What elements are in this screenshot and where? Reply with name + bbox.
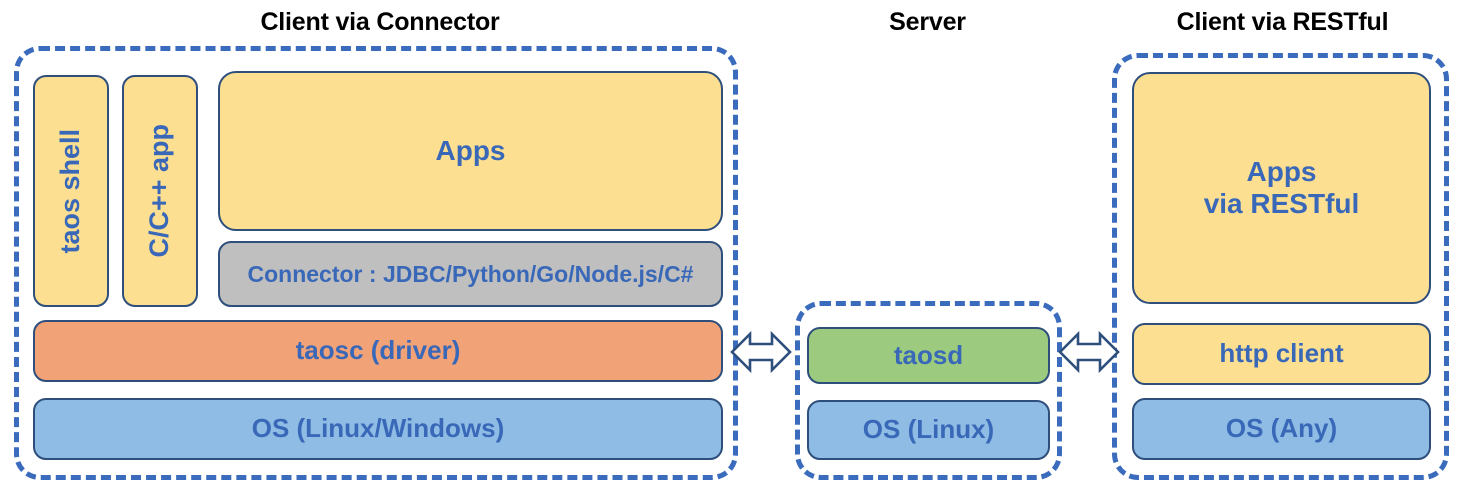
section-title-client-restful: Client via RESTful [1176, 8, 1389, 36]
block-c-cpp-app: C/C++ app [122, 75, 198, 307]
block-os-any-label: OS (Any) [1225, 413, 1338, 444]
block-os-linux-windows: OS (Linux/Windows) [33, 398, 723, 460]
block-taosd-label: taosd [893, 339, 964, 370]
block-apps-via-restful: Apps via RESTful [1132, 72, 1431, 304]
block-apps-connector-label: Apps [435, 134, 506, 166]
block-os-linux-windows-label: OS (Linux/Windows) [251, 413, 505, 444]
block-taos-shell: taos shell [33, 75, 109, 307]
block-apps-via-restful-line2: via RESTful [1203, 188, 1360, 219]
block-os-any: OS (Any) [1132, 398, 1431, 460]
section-title-client-connector: Client via Connector [260, 8, 500, 36]
group-server [795, 301, 1062, 480]
block-http-client-label: http client [1219, 338, 1344, 369]
block-os-linux: OS (Linux) [807, 400, 1050, 460]
block-taosc-driver-label: taosc (driver) [295, 335, 461, 366]
block-http-client: http client [1132, 323, 1431, 385]
block-apps-via-restful-line1: Apps [1246, 155, 1317, 187]
left-right-arrow-icon-server-restful [1058, 322, 1120, 382]
group-client-via-restful [1112, 53, 1449, 480]
block-connector-list: Connector : JDBC/Python/Go/Node.js/C# [218, 241, 723, 307]
block-taos-shell-label: taos shell [55, 128, 86, 254]
left-right-arrow-icon-client-server [730, 322, 792, 382]
group-client-via-connector [14, 46, 738, 480]
block-c-cpp-app-label: C/C++ app [144, 124, 175, 258]
block-apps-via-restful-label: Apps via RESTful [1204, 156, 1360, 220]
section-title-server: Server [889, 8, 966, 36]
block-taosd: taosd [807, 327, 1050, 384]
block-apps-connector: Apps [218, 71, 723, 231]
block-taosc-driver: taosc (driver) [33, 320, 723, 382]
block-os-linux-label: OS (Linux) [862, 414, 995, 445]
block-connector-list-label: Connector : JDBC/Python/Go/Node.js/C# [247, 260, 694, 287]
